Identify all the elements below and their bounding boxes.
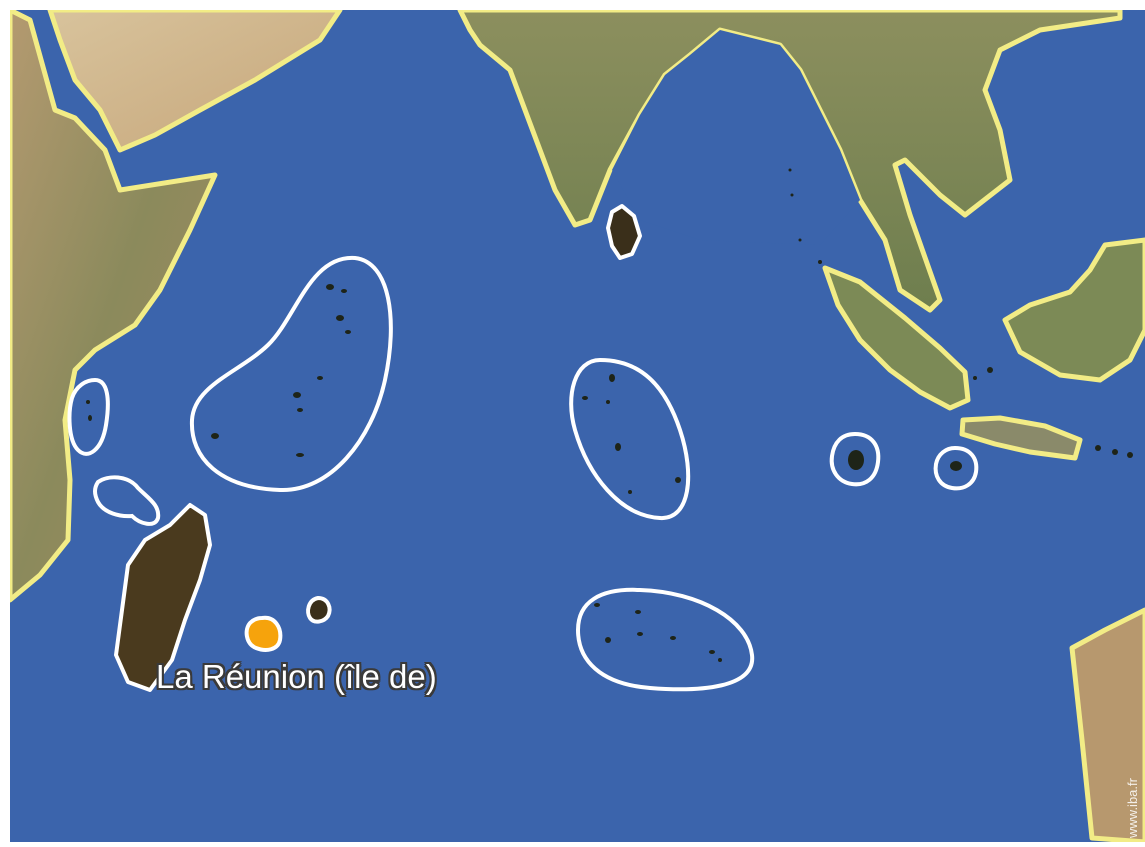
region-madagascar[interactable] [114,503,212,692]
region-sumatra[interactable] [822,265,971,411]
region-east-africa[interactable] [10,10,218,603]
map-canvas[interactable] [10,10,1145,842]
region-arabia[interactable] [47,10,343,153]
bay-of-bengal [612,30,860,245]
comoros-islands [86,400,92,421]
region-label[interactable]: La Réunion (île de) [156,658,437,695]
region-christmas-island[interactable] [829,431,881,487]
cocos-islands-land [950,461,962,471]
credit-text: www.iba.fr [1125,778,1140,838]
region-la-reunion[interactable] [244,615,283,652]
chagos-islands [594,603,722,662]
region-maldives[interactable] [569,357,691,521]
small-islands [788,168,1133,458]
region-cocos-islands[interactable] [933,445,979,491]
seychelles-islands [211,284,351,457]
map-view[interactable]: La Réunion (île de) [10,10,1145,842]
region-australia[interactable] [1069,607,1145,842]
region-seychelles[interactable] [189,255,393,493]
region-sri-lanka[interactable] [606,204,642,260]
region-borneo[interactable] [1002,237,1145,383]
region-java[interactable] [959,415,1083,461]
christmas-island-land [848,450,864,470]
maldives-islands [582,374,681,494]
region-mayotte[interactable] [93,475,161,526]
region-mauritius[interactable] [306,595,332,624]
region-comoros[interactable] [67,377,110,456]
region-chagos[interactable] [575,587,755,692]
